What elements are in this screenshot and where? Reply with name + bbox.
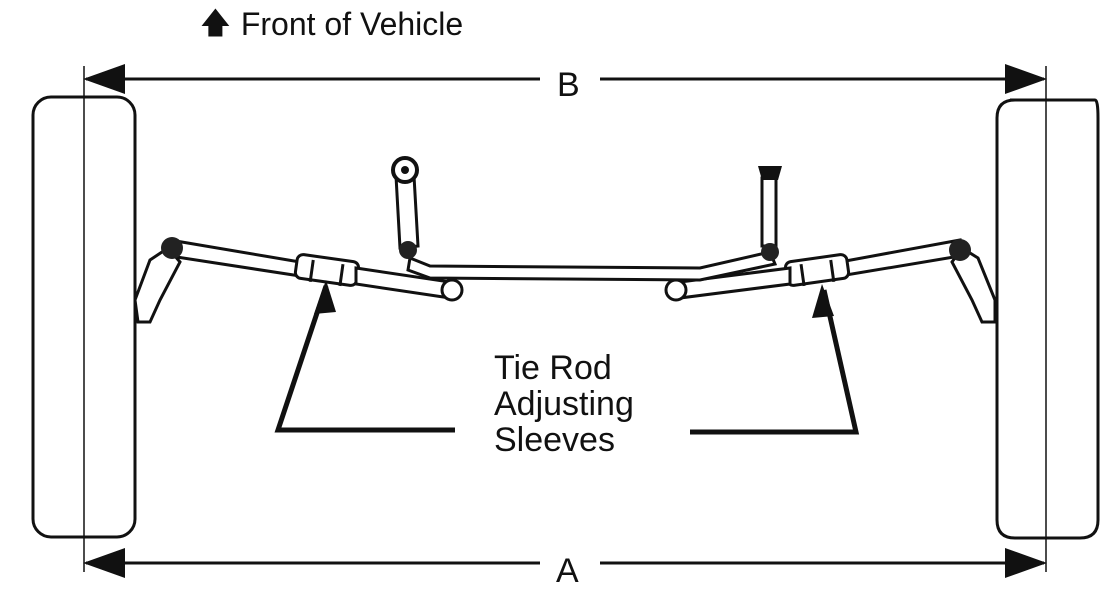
front-of-vehicle-label: 🡅 Front of Vehicle (200, 8, 463, 40)
callout-line-3: Sleeves (494, 421, 615, 459)
right-outer-tie-rod (838, 238, 962, 278)
left-outer-tie-rod (168, 238, 302, 278)
right-outer-ball-joint (949, 239, 971, 261)
callout-line-2: Adjusting (494, 385, 634, 423)
front-of-vehicle-text: Front of Vehicle (240, 6, 464, 42)
idler-lower-joint (761, 243, 779, 261)
dimension-a-label: A (550, 554, 585, 588)
right-tire (995, 98, 1100, 540)
right-steering-arm (950, 245, 997, 324)
left-outer-ball-joint (161, 237, 183, 259)
callout-line-1: Tie Rod (494, 349, 612, 387)
up-arrow-icon: 🡅 (200, 7, 231, 40)
pitman-lower-joint (399, 241, 417, 259)
dimension-b-label: B (551, 68, 586, 102)
left-inner-ball-joint (440, 278, 464, 302)
tie-rod-callout: Tie Rod Adjusting Sleeves (494, 350, 634, 458)
right-inner-ball-joint (664, 278, 688, 302)
left-adjusting-sleeve (293, 253, 361, 287)
left-callout-arrow (274, 285, 455, 433)
idler-bracket (758, 166, 782, 180)
center-link (406, 250, 778, 282)
left-steering-arm (133, 246, 182, 324)
right-adjusting-sleeve (783, 253, 851, 287)
right-callout-arrow (690, 289, 860, 435)
pitman-arm (394, 174, 420, 250)
idler-arm (760, 176, 778, 248)
